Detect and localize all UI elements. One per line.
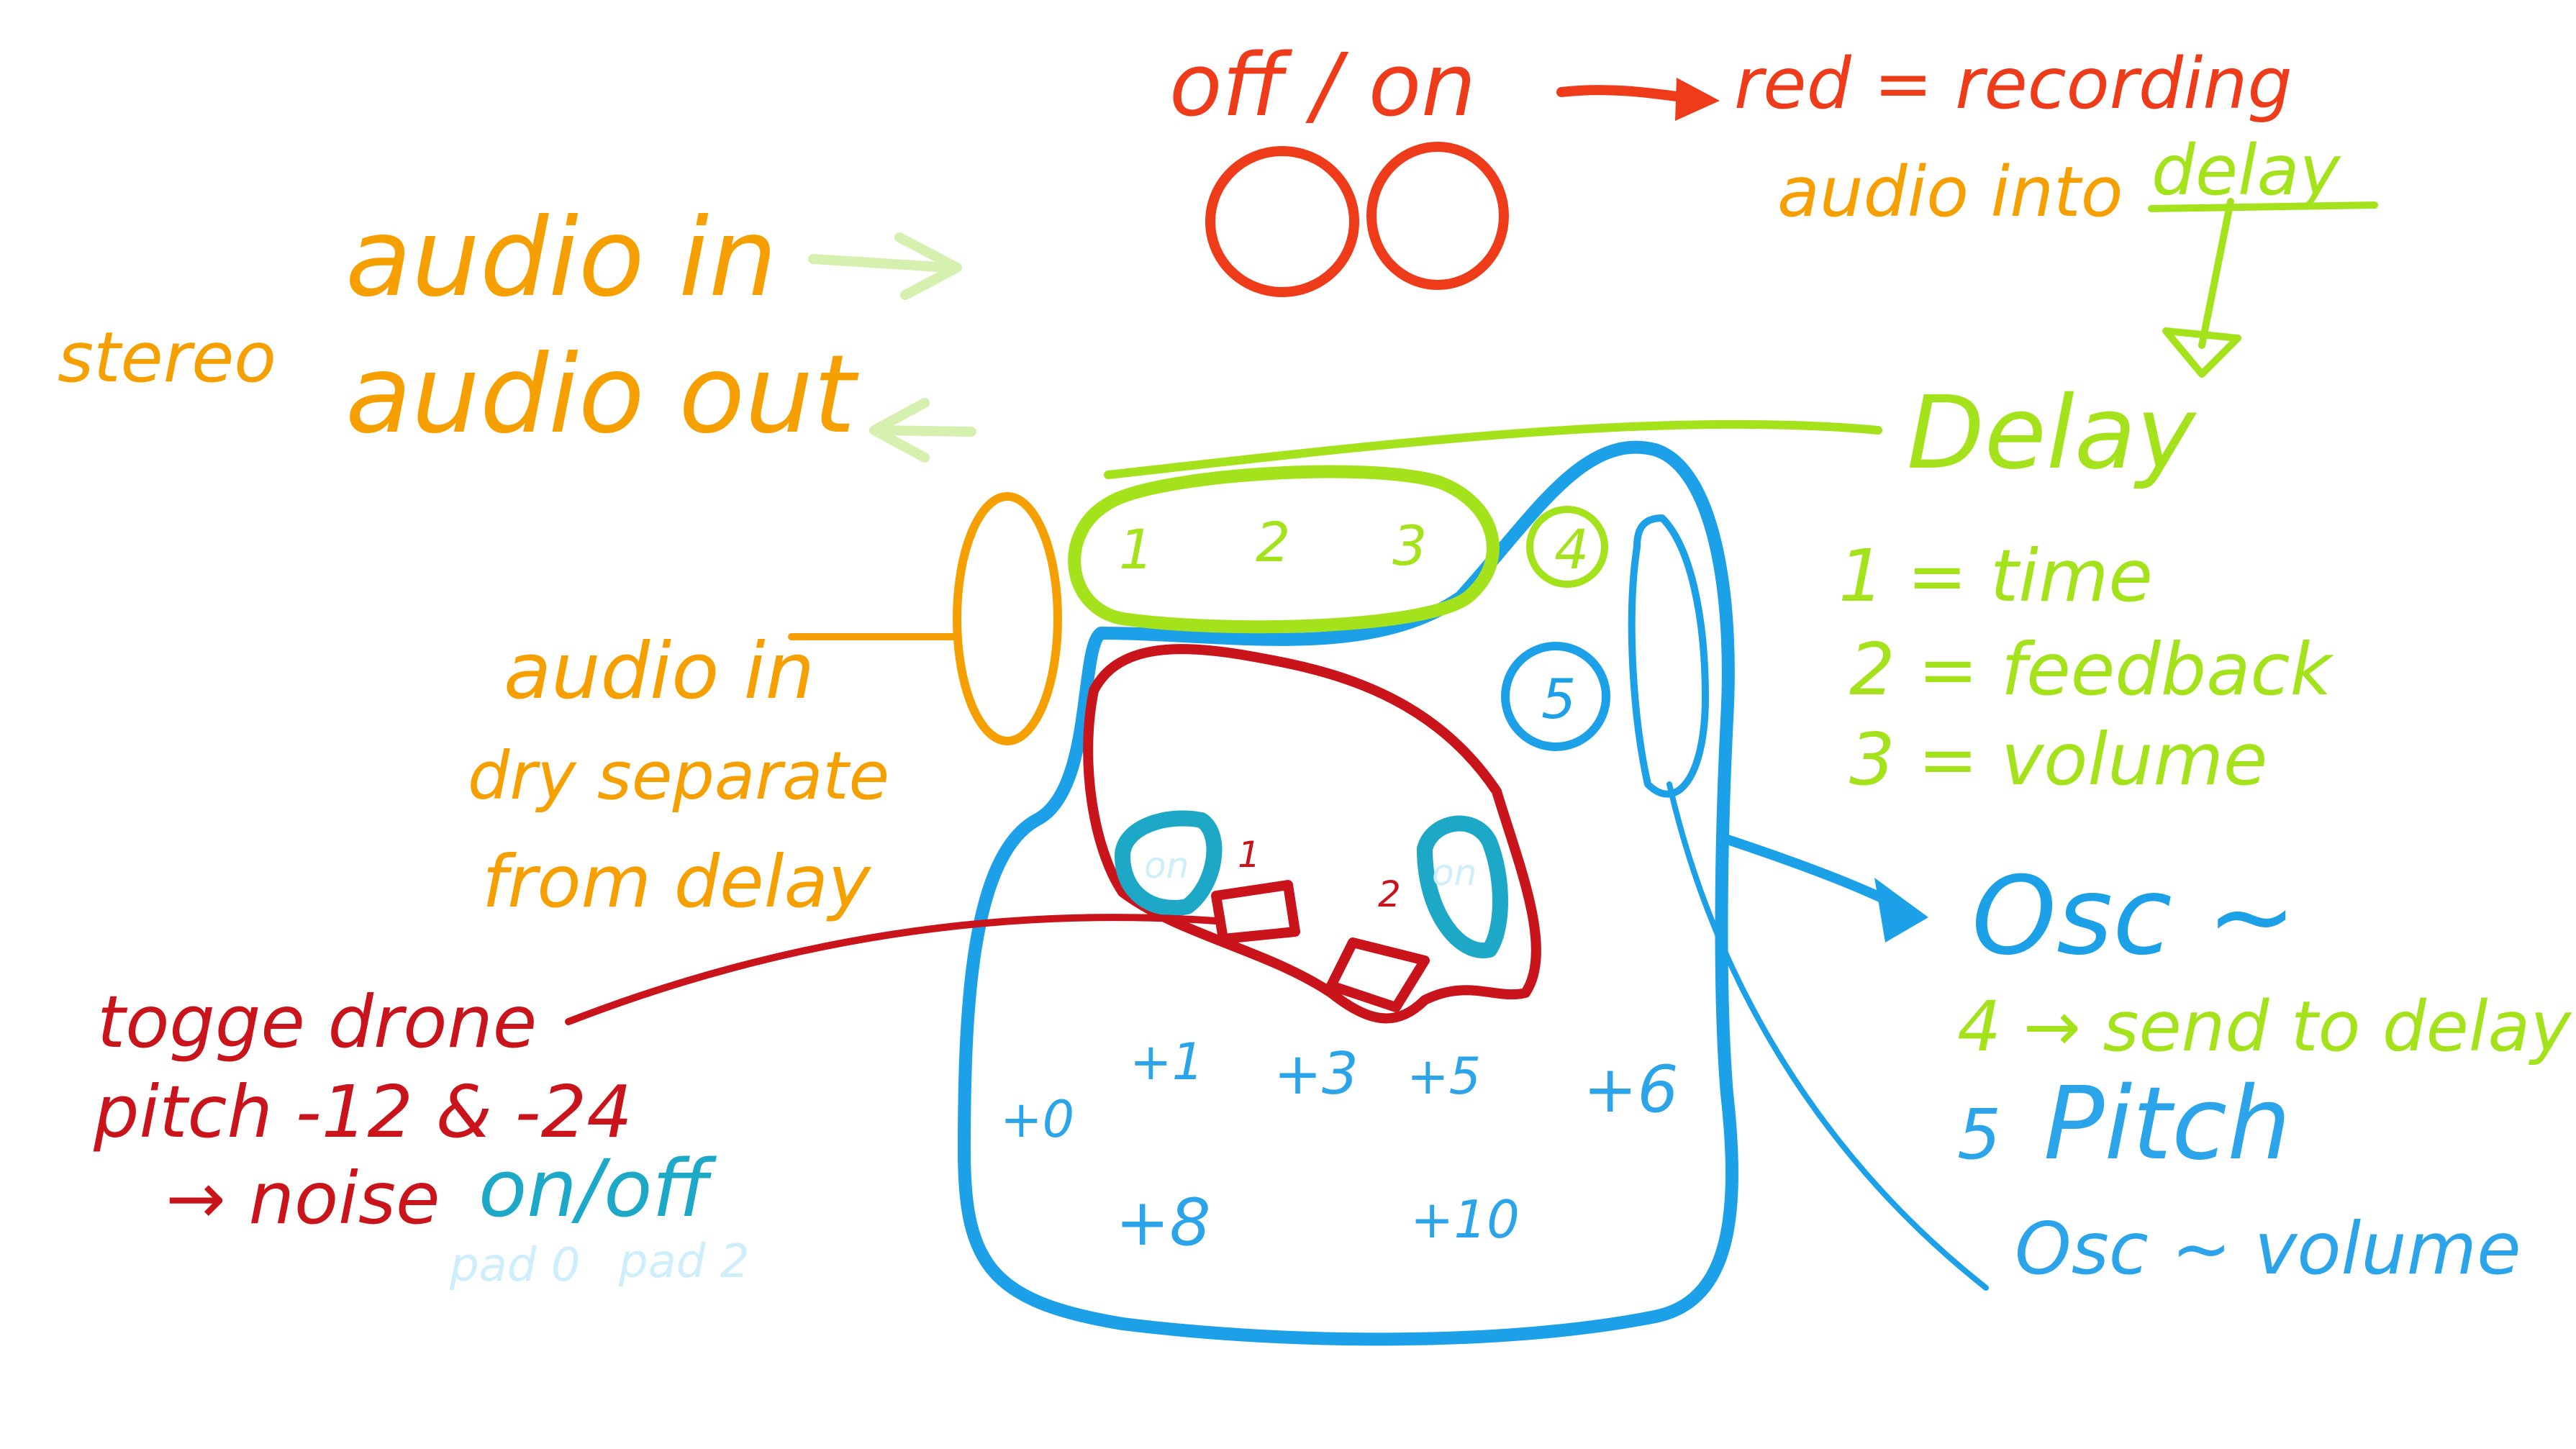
recording-note-delay: delay (2151, 130, 2341, 211)
osc-title: Osc ~ (1972, 854, 2297, 979)
power-toggle-on[interactable] (1366, 142, 1509, 290)
delay-item-volume: 3 = volume (1849, 717, 2267, 801)
pad-left[interactable] (1115, 810, 1223, 916)
pad-right-text: on (1432, 852, 1477, 894)
stereo-label: stereo (58, 317, 276, 398)
delay-item-time: 1 = time (1838, 534, 2153, 618)
osc-pitch-word: Pitch (2044, 1066, 2291, 1183)
osc-send-line: 4 → send to delay (1957, 986, 2572, 1067)
osc-volume-line: Osc ~ volume (2015, 1207, 2521, 1291)
delay-knob-group: 1 2 3 (1068, 419, 1882, 634)
drone-line-3-prefix: → noise (165, 1156, 440, 1240)
pad-offset-10[interactable]: +10 (1410, 1189, 1520, 1250)
drone-line-2: pitch -12 & -24 (93, 1070, 632, 1154)
delay-connector-line (1104, 419, 1882, 479)
power-arrow-head (1675, 78, 1720, 121)
audio-out-arrow (873, 425, 976, 437)
pad-right[interactable] (1417, 815, 1508, 959)
audio-in-arrow-head (894, 232, 962, 300)
dry-audio-legend: audio in dry separate from delay (468, 627, 889, 924)
pad-label-0: pad 0 (449, 1239, 581, 1292)
osc-arrow (1718, 833, 1905, 912)
dry-line-2: dry separate (468, 737, 889, 814)
drone-zone (1083, 644, 1541, 1024)
knob-5-outline[interactable] (1501, 642, 1610, 751)
drone-line-3-onoff: on/off (479, 1143, 717, 1235)
pad-offset-1[interactable]: +1 (1130, 1032, 1204, 1091)
osc-volume-slider[interactable] (1628, 514, 1709, 798)
pad-offset-0[interactable]: +0 (1000, 1090, 1074, 1149)
pad-offset-3[interactable]: +3 (1274, 1040, 1359, 1107)
drone-button-2[interactable] (1326, 937, 1430, 1012)
delay-knob-outline (1068, 465, 1500, 634)
delay-underline (2148, 201, 2378, 212)
device-body (958, 440, 1738, 1346)
drone-legend: togge drone pitch -12 & -24 → noise on/o… (93, 980, 750, 1292)
delay-legend: Delay 1 = time 2 = feedback 3 = volume (1838, 375, 2334, 801)
osc-arrow-head (1874, 878, 1928, 942)
pad-offsets: +0 +1 +3 +5 +6 +8 +10 (1000, 1032, 1679, 1261)
drone-button-2-label: 2 (1378, 873, 1401, 915)
dry-audio-in-knob[interactable] (953, 492, 1062, 745)
delay-title: Delay (1907, 375, 2198, 492)
drone-button-1-label: 1 (1238, 834, 1261, 876)
drone-button-1[interactable] (1211, 880, 1300, 944)
osc-legend: Osc ~ 4 → send to delay 5 Pitch Osc ~ vo… (1957, 854, 2572, 1291)
osc-volume-leader (1666, 781, 1989, 1291)
stereo-audio-section: stereo audio in audio out (58, 196, 976, 463)
knob-5-label: 5 (1541, 667, 1576, 731)
pad-label-2: pad 2 (618, 1235, 750, 1289)
audio-in-arrow (808, 254, 955, 273)
delay-item-feedback: 2 = feedback (1849, 627, 2334, 712)
dry-line-1: audio in (504, 627, 815, 717)
pad-left-text: on (1144, 845, 1189, 886)
pad-offset-6[interactable]: +6 (1583, 1052, 1679, 1127)
recording-to-delay-arrow-head (2162, 327, 2241, 378)
dry-line-3: from delay (482, 840, 872, 924)
knob-4-outline[interactable] (1526, 506, 1608, 588)
recording-note: red = recording (1734, 43, 2292, 125)
power-section: off / on red = recording audio into dela… (1169, 36, 2378, 378)
pad-offset-8[interactable]: +8 (1115, 1185, 1211, 1261)
power-toggle-off[interactable] (1205, 146, 1359, 297)
delay-knob-1[interactable]: 1 (1119, 517, 1153, 581)
audio-in-label: audio in (345, 196, 777, 321)
recording-note-line2: audio into (1777, 152, 2123, 232)
drone-line-1: togge drone (97, 980, 537, 1064)
pad-offset-5[interactable]: +5 (1407, 1047, 1481, 1106)
drone-leader (565, 914, 1220, 1025)
recording-to-delay-arrow (2198, 198, 2234, 349)
audio-out-arrow-head (869, 398, 930, 463)
delay-knob-2[interactable]: 2 (1256, 510, 1290, 574)
delay-knob-3[interactable]: 3 (1392, 514, 1427, 578)
audio-out-label: audio out (345, 332, 859, 458)
knob-4-label: 4 (1554, 517, 1589, 581)
power-label: off / on (1169, 36, 1476, 136)
osc-pitch-num: 5 (1957, 1094, 2001, 1175)
